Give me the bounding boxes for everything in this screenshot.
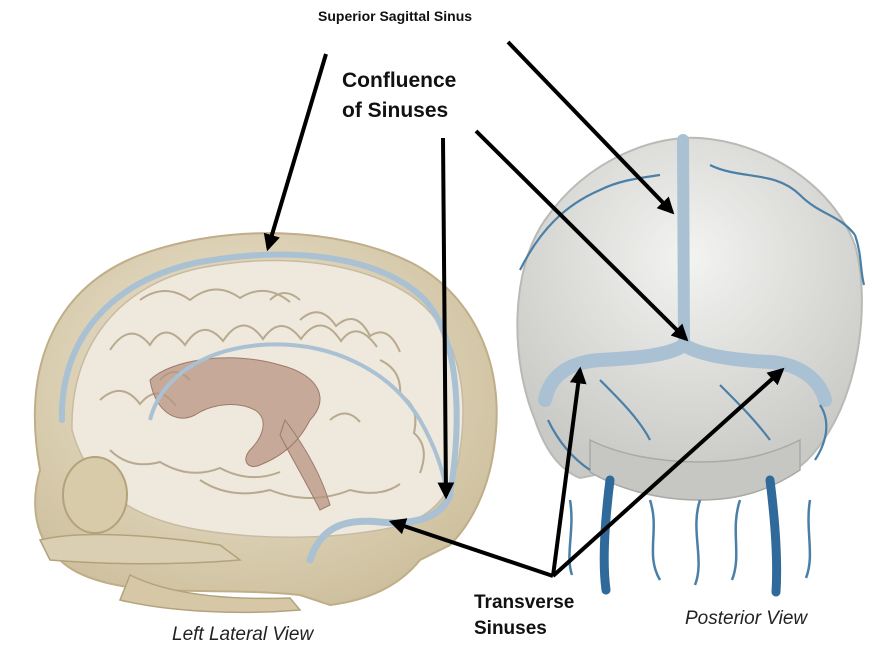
pointer-arrows [263, 40, 785, 578]
lateral-transverse-sinus [306, 491, 454, 564]
posterior-veins [519, 164, 866, 471]
posterior-skull-illustration [516, 134, 866, 597]
lateral-zygomatic [38, 533, 243, 565]
lateral-orbit [62, 456, 128, 534]
arrow-transverse-to-posterior-left [551, 366, 587, 577]
lateral-jaw [118, 573, 302, 614]
posterior-transverse-sinuses [538, 336, 832, 407]
lateral-superior-sagittal-sinus [58, 251, 460, 498]
arrow-sss-to-posterior [506, 40, 675, 215]
posterior-skull-base [589, 438, 801, 501]
label-transverse-sinuses: Transverse Sinuses [474, 590, 574, 642]
arrow-transverse-to-lateral [388, 518, 554, 578]
label-left-lateral-view: Left Lateral View [172, 624, 314, 645]
label-posterior-view: Posterior View [685, 608, 808, 629]
label-transverse-line2: Sinuses [474, 618, 547, 639]
label-confluence-line1: Confluence [342, 69, 457, 92]
posterior-superior-sagittal-sinus [677, 134, 690, 351]
lateral-inner-sinus [148, 342, 449, 496]
arrow-transverse-to-posterior-right [551, 367, 785, 578]
arrow-confluence-to-lateral [437, 137, 455, 500]
arrow-sss-to-lateral [263, 53, 328, 252]
posterior-neck-veins [568, 475, 812, 597]
label-superior-sagittal-sinus: Superior Sagittal Sinus [318, 8, 473, 24]
label-confluence-line2: of Sinuses [342, 99, 449, 122]
lateral-ventricles [149, 357, 331, 511]
lateral-skull-illustration [33, 232, 498, 614]
label-transverse-line1: Transverse [474, 592, 575, 613]
arrow-confluence-to-posterior [474, 129, 689, 342]
label-confluence-of-sinuses: Confluence of Sinuses [342, 66, 456, 126]
